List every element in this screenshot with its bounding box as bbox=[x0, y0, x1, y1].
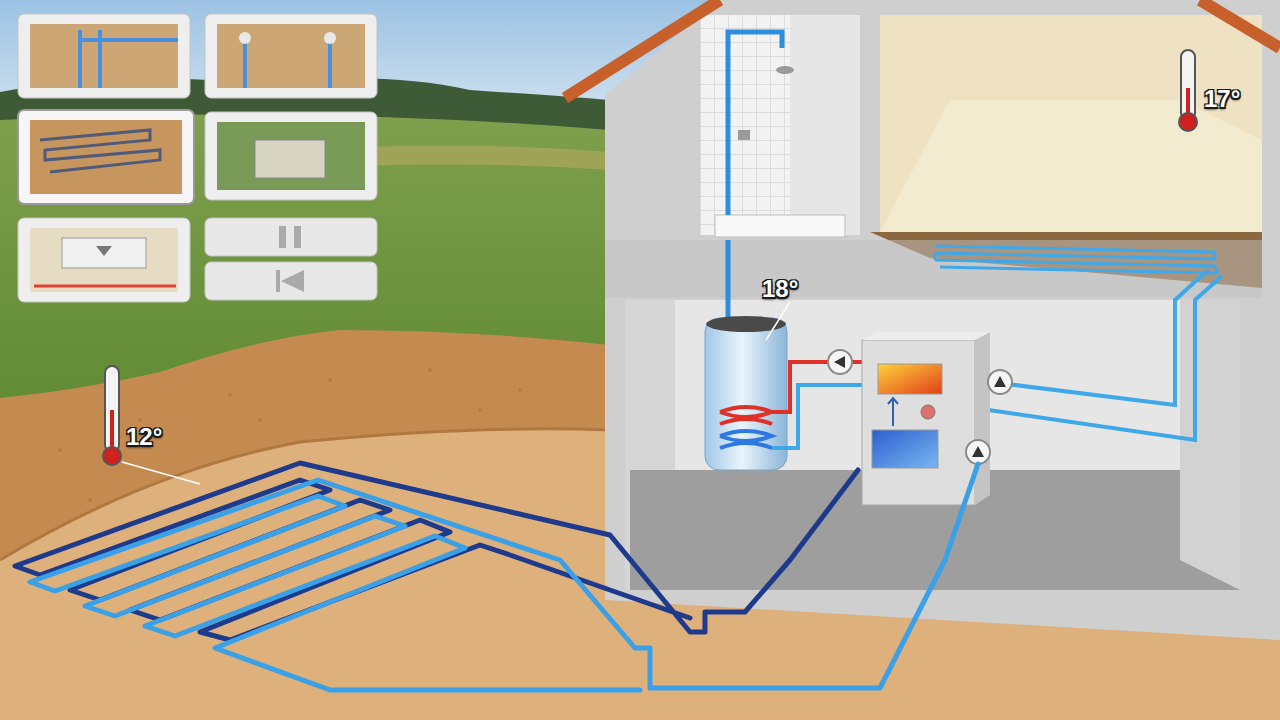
circulation-pump-part bbox=[988, 370, 1012, 394]
ui-buttons-part bbox=[217, 122, 365, 190]
ui-buttons-part bbox=[239, 32, 251, 44]
pipes-part bbox=[975, 276, 1222, 440]
house-part bbox=[1200, 0, 1280, 48]
circulation-pump-part bbox=[972, 446, 984, 457]
house-part bbox=[715, 215, 845, 237]
house bbox=[565, 0, 1280, 640]
thermometer-part bbox=[1179, 113, 1197, 131]
ui-buttons-part bbox=[40, 130, 160, 172]
house-part bbox=[880, 15, 1262, 232]
soil-pit-part bbox=[138, 418, 142, 422]
house-part bbox=[625, 300, 1240, 590]
ui-buttons-part bbox=[18, 218, 190, 302]
ui-buttons-part bbox=[279, 226, 286, 248]
soil-pit-part bbox=[428, 368, 432, 372]
hot-water-tank-part bbox=[720, 431, 772, 448]
ui-buttons-part bbox=[205, 14, 377, 98]
ui-buttons-part bbox=[30, 228, 178, 292]
ui-buttons-part bbox=[324, 32, 336, 44]
ui-buttons-part bbox=[281, 270, 304, 292]
circulation-pump-part bbox=[994, 376, 1006, 387]
ui-buttons-part bbox=[62, 238, 146, 268]
heat-pump-part bbox=[872, 430, 938, 468]
pipes bbox=[772, 270, 1222, 448]
ui-buttons-part bbox=[217, 24, 365, 88]
ui-buttons-part bbox=[96, 246, 112, 256]
house-part bbox=[1180, 300, 1240, 590]
circulation-pump bbox=[828, 350, 1012, 464]
house-part bbox=[880, 100, 1262, 232]
soil-pit-part bbox=[478, 408, 482, 412]
thermometer bbox=[103, 50, 1197, 484]
circulation-pump-part bbox=[828, 350, 852, 374]
ui-buttons-part bbox=[205, 262, 377, 300]
soil-pit-part bbox=[328, 378, 332, 382]
shower-part bbox=[728, 32, 782, 215]
ui-buttons-part bbox=[18, 14, 190, 98]
ground-loop bbox=[15, 463, 978, 690]
house-part bbox=[605, 0, 1280, 640]
ui-buttons-part bbox=[30, 120, 182, 194]
hot-water-tank-part bbox=[720, 407, 772, 424]
ui-buttons-part bbox=[18, 110, 194, 204]
house-part bbox=[565, 0, 720, 98]
shower-part bbox=[738, 130, 750, 140]
heat-pump-part bbox=[975, 332, 990, 505]
thermometer-part bbox=[766, 302, 790, 340]
shower-part bbox=[726, 240, 731, 318]
circulation-pump-part bbox=[966, 440, 990, 464]
temperature-label: 12° bbox=[126, 424, 162, 450]
soil-pit-part bbox=[228, 393, 232, 397]
soil-pit-part bbox=[258, 418, 262, 422]
soil-pit-part bbox=[58, 448, 62, 452]
soil-pit-part bbox=[88, 498, 92, 502]
ui-buttons-part bbox=[245, 40, 330, 88]
ui-buttons-part bbox=[205, 218, 377, 256]
floor-heating bbox=[935, 246, 1218, 273]
soil-pit-part bbox=[0, 429, 1280, 720]
house-part bbox=[790, 15, 860, 235]
ground-loop-part bbox=[30, 464, 978, 690]
ui-buttons-part bbox=[80, 30, 178, 88]
soil-pit-part bbox=[518, 388, 522, 392]
thermometer-part bbox=[122, 462, 200, 484]
ui-buttons-part bbox=[30, 24, 178, 88]
ui-buttons-part bbox=[255, 140, 325, 178]
ui-buttons-part bbox=[276, 270, 280, 292]
pipes-part bbox=[975, 270, 1208, 405]
ui-buttons bbox=[18, 14, 377, 302]
heat-pump-part bbox=[862, 332, 990, 340]
ui-buttons-part bbox=[34, 285, 176, 288]
ui-buttons-part bbox=[205, 112, 377, 200]
house-part bbox=[700, 15, 860, 235]
house-part bbox=[605, 240, 1262, 298]
pipes-part bbox=[772, 385, 862, 448]
heat-pump-part bbox=[878, 364, 942, 394]
hot-water-tank-part bbox=[706, 316, 786, 332]
ground-loop-part bbox=[15, 463, 858, 640]
heat-pump-part bbox=[888, 398, 898, 426]
ui-buttons-part bbox=[294, 226, 301, 248]
shower-part bbox=[776, 66, 794, 74]
temperature-label: 18° bbox=[762, 276, 798, 302]
floor-heating-part bbox=[935, 246, 1218, 273]
thermometer-part bbox=[103, 447, 121, 465]
temperature-label: 17° bbox=[1204, 86, 1240, 112]
heat-pump-part bbox=[921, 405, 935, 419]
circulation-pump-part bbox=[834, 356, 845, 368]
heat-pump-part bbox=[862, 340, 975, 505]
